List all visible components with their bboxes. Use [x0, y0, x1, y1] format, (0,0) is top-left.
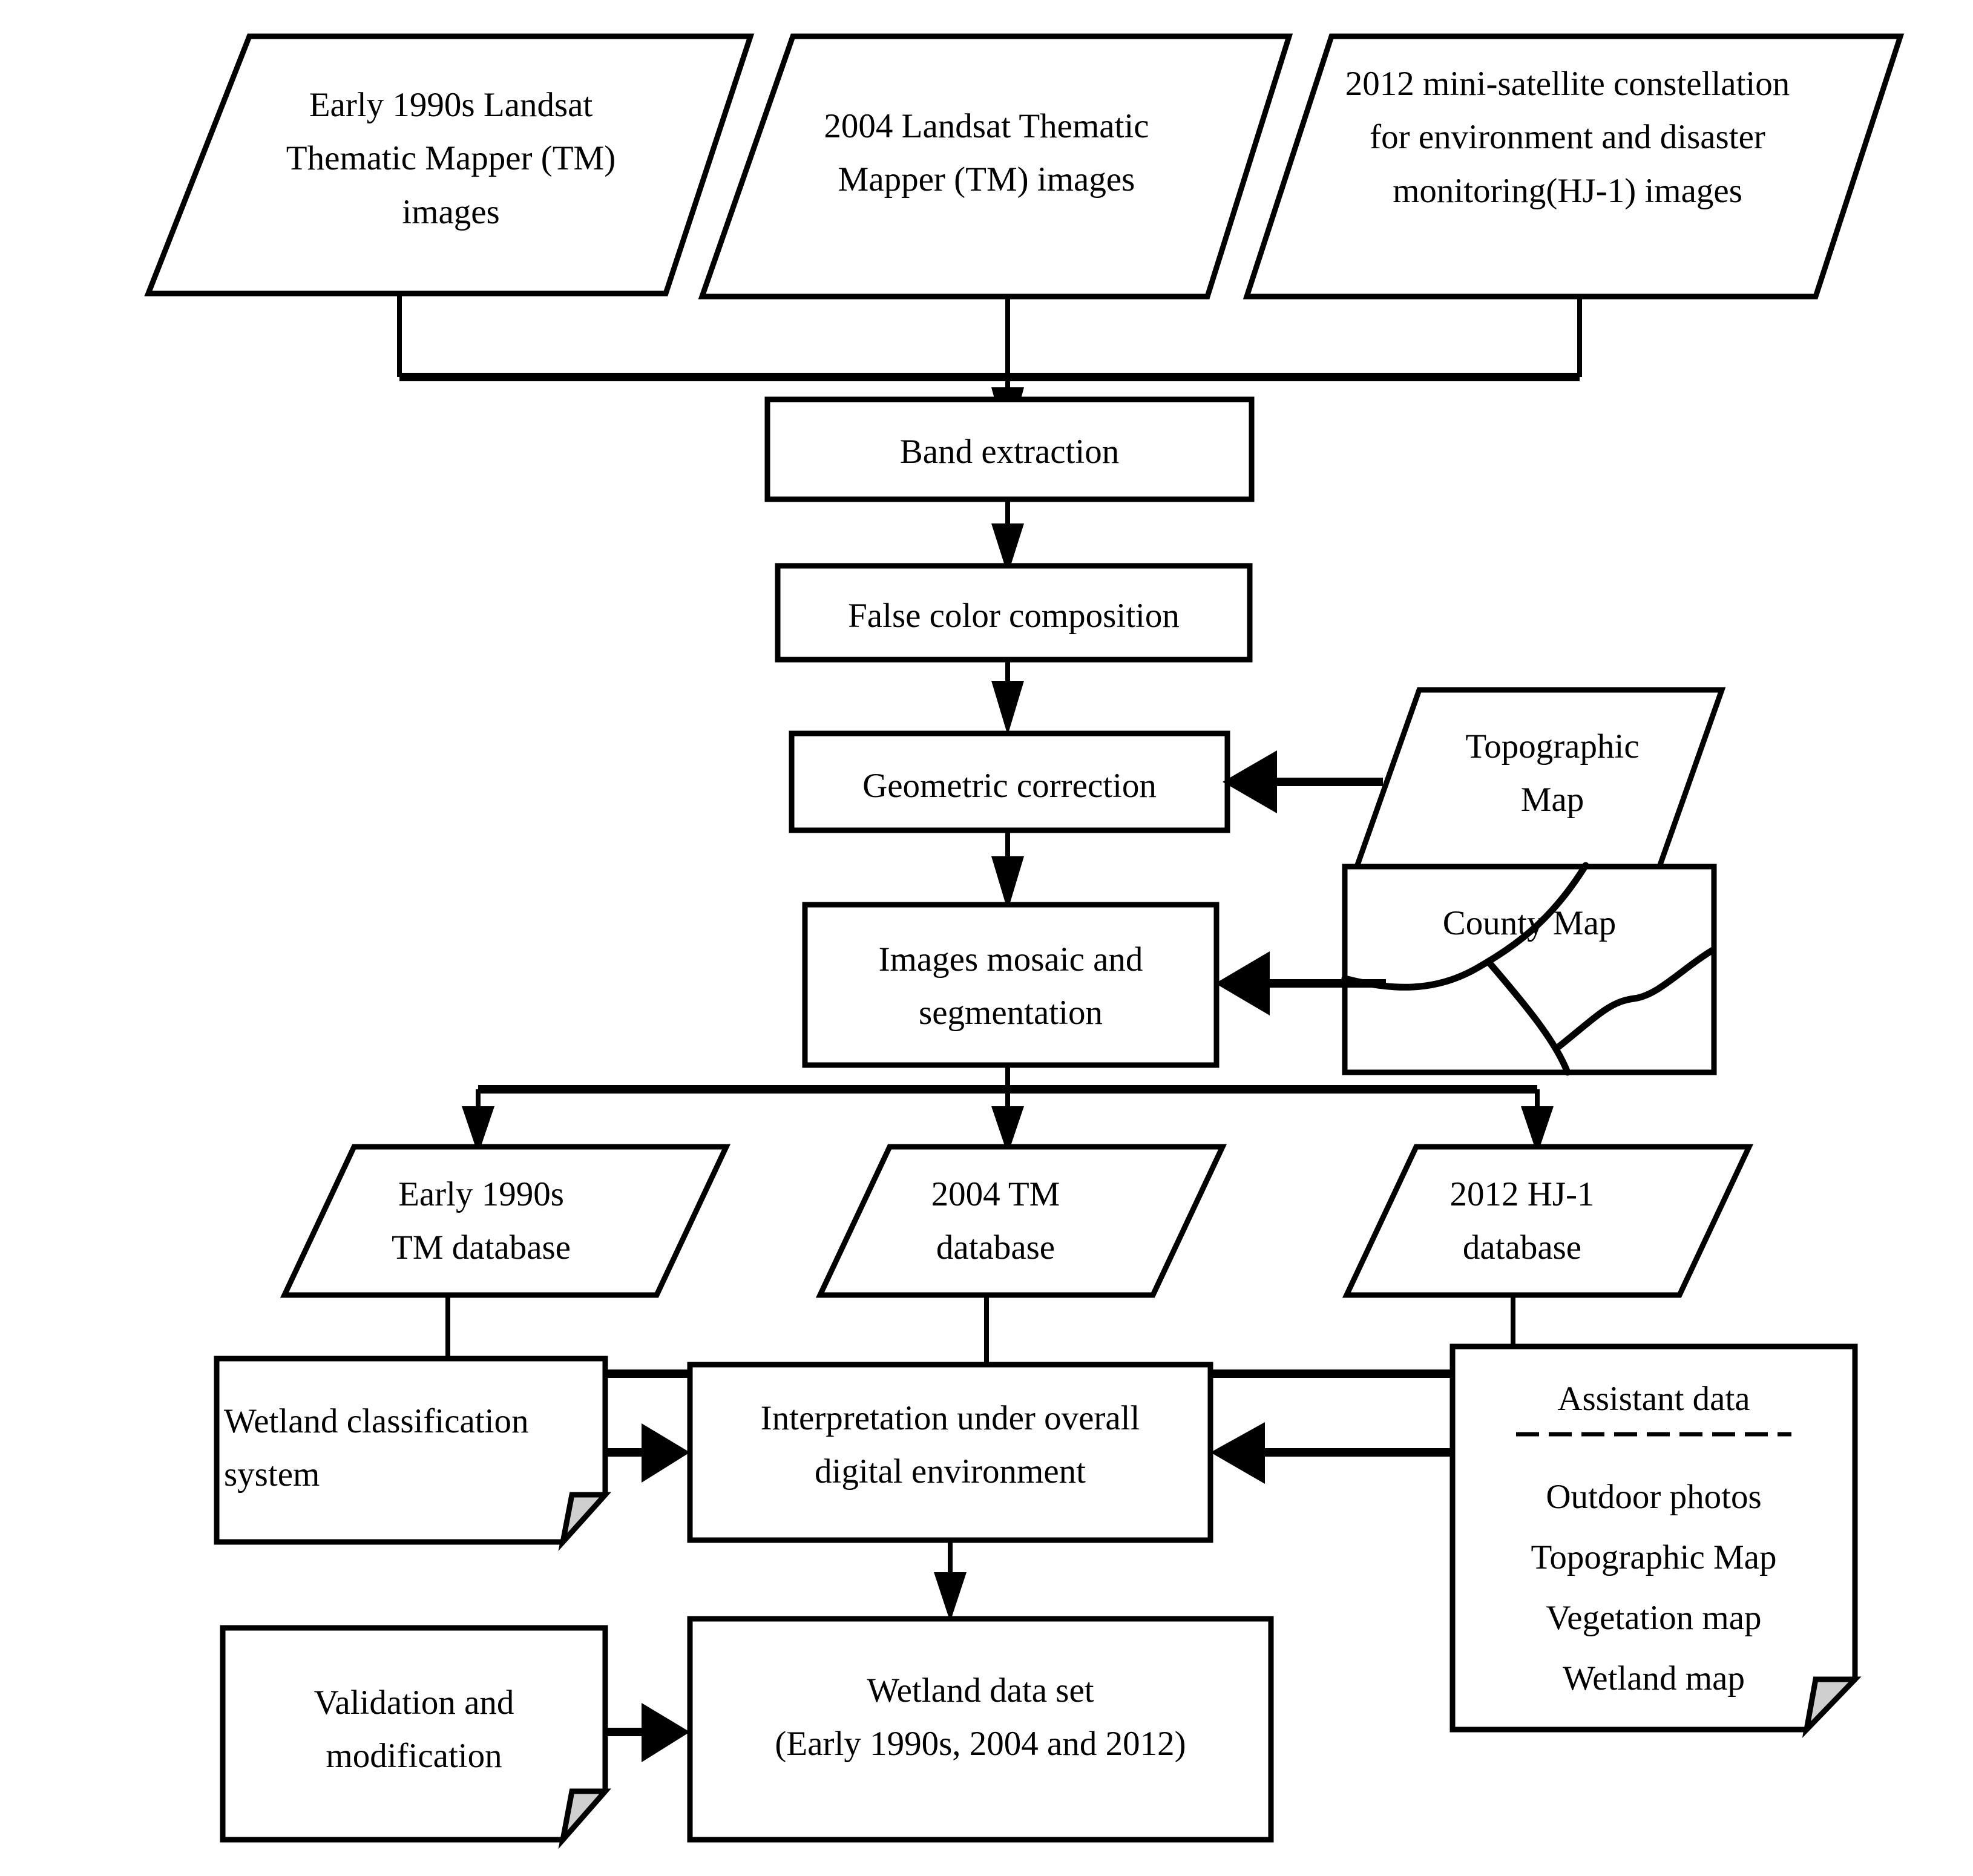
arrowhead-falsecolor-to-geometric — [991, 681, 1024, 735]
arrowhead-county-to-mosaic — [1215, 951, 1270, 1015]
source-shape-landsat-2004[interactable] — [698, 33, 1293, 300]
document-shape-validation[interactable] — [220, 1625, 608, 1843]
arrowhead-bus-to-db-1990 — [462, 1106, 494, 1155]
process-shape-mosaic-segmentation[interactable] — [802, 902, 1220, 1068]
arrowhead-geometric-to-mosaic — [991, 856, 1024, 911]
document-shape-assistant-data[interactable] — [1449, 1343, 1858, 1733]
arrowhead-classification-to-interpretation — [642, 1423, 690, 1483]
process-shape-band-extraction[interactable] — [764, 396, 1255, 502]
document-fold-validation — [558, 1788, 611, 1849]
document-fold-wetland-classification — [558, 1492, 612, 1552]
arrowhead-assistant-to-interpretation — [1210, 1422, 1265, 1484]
reference-shape-county-map[interactable] — [1342, 864, 1717, 1075]
process-shape-geometric-correction[interactable] — [789, 730, 1230, 833]
arrowhead-bus-to-db-2012 — [1521, 1106, 1554, 1155]
county-map-branch-line — [1555, 946, 1716, 1051]
arrowhead-topo-to-geometric — [1223, 750, 1277, 813]
document-shape-wetland-classification[interactable] — [214, 1356, 608, 1545]
source-shape-hj1-2012[interactable] — [1243, 33, 1905, 300]
database-shape-2004[interactable] — [815, 1144, 1227, 1298]
arrowhead-bus-to-db-2004 — [991, 1106, 1024, 1155]
county-map-boundary-line — [1485, 959, 1571, 1076]
arrowhead-validation-to-dataset — [642, 1703, 690, 1762]
process-shape-interpretation[interactable] — [687, 1362, 1213, 1543]
document-fold-assistant-data — [1802, 1676, 1862, 1738]
arrowhead-band-to-falsecolor — [991, 523, 1024, 575]
process-shape-false-color[interactable] — [775, 563, 1253, 663]
database-shape-2012[interactable] — [1342, 1144, 1754, 1298]
county-map-river-line — [1341, 862, 1589, 991]
arrowhead-interpretation-to-dataset — [934, 1572, 967, 1622]
output-shape-wetland-dataset[interactable] — [687, 1616, 1274, 1843]
database-shape-1990[interactable] — [280, 1144, 731, 1298]
source-shape-landsat-1990[interactable] — [144, 33, 755, 297]
